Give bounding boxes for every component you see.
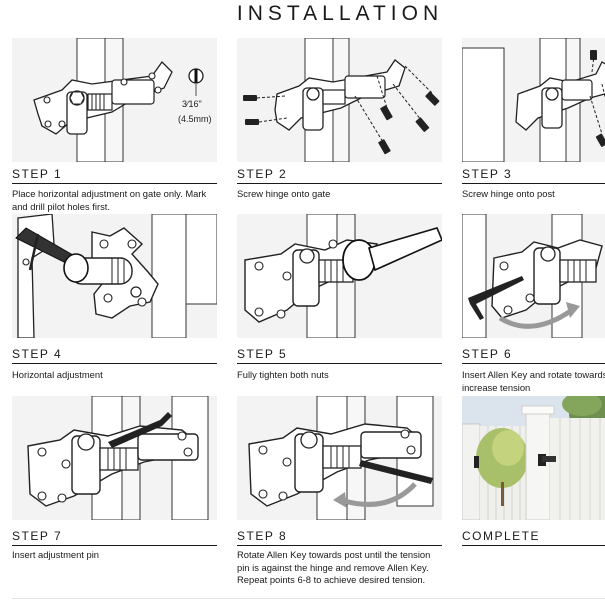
step-5-description: Fully tighten both nuts [237, 369, 329, 380]
step-1-illustration: 3⁄16" (4.5mm) [12, 38, 217, 162]
step-6-illustration [462, 214, 605, 338]
step-2-label: STEP 2 [237, 167, 442, 184]
step-8-description: Rotate Allen Key towards post until the … [237, 549, 431, 585]
step-6-label: STEP 6 [462, 347, 605, 364]
measure-mm-label: (4.5mm) [178, 114, 212, 124]
step-5-label: STEP 5 [237, 347, 442, 364]
step-3-label: STEP 3 [462, 167, 605, 184]
step-8-illustration [237, 396, 442, 520]
step-2-illustration [237, 38, 442, 162]
page-title: INSTALLATION [236, 2, 444, 25]
step-1-label: STEP 1 [12, 167, 217, 184]
step-3-illustration [462, 38, 605, 162]
page-divider [12, 598, 605, 599]
step-1-description: Place horizontal adjustment on gate only… [12, 188, 207, 212]
step-3-description: Screw hinge onto post [462, 188, 555, 199]
step-4-label: STEP 4 [12, 347, 217, 364]
step-complete-label: COMPLETE [462, 529, 605, 546]
step-4-illustration [12, 214, 217, 338]
step-8-label: STEP 8 [237, 529, 442, 546]
step-6-description: Insert Allen Key and rotate towards incr… [462, 369, 605, 393]
step-7-illustration [12, 396, 217, 520]
complete-photo [462, 396, 605, 520]
measure-fraction-label: 3⁄16" [182, 99, 202, 109]
step-2-description: Screw hinge onto gate [237, 188, 331, 199]
step-7-label: STEP 7 [12, 529, 217, 546]
step-4-description: Horizontal adjustment [12, 369, 103, 380]
step-7-description: Insert adjustment pin [12, 549, 100, 560]
step-5-illustration [237, 214, 442, 338]
